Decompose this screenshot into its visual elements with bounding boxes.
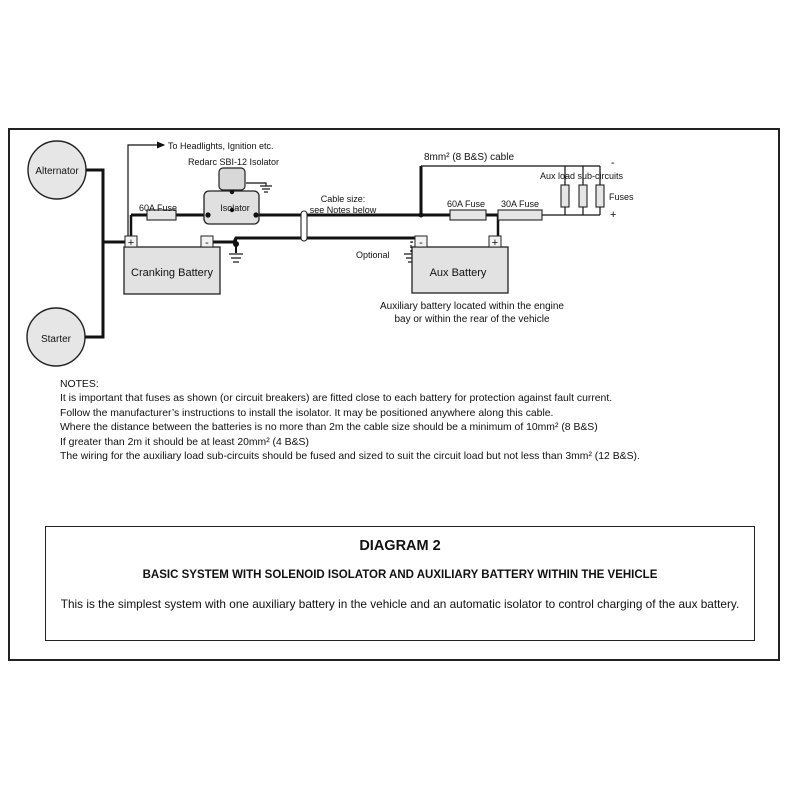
note-line: Follow the manufacturer’s instructions t…: [60, 407, 554, 419]
starter-label: Starter: [41, 334, 72, 345]
cable-8mm-label: 8mm² (8 B&S) cable: [424, 152, 514, 163]
subcircuit-minus-sign: -: [611, 157, 615, 169]
note-line: It is important that fuses as shown (or …: [60, 393, 613, 405]
aux-location-line-1: Auxiliary battery located within the eng…: [380, 301, 564, 312]
aux-subcircuits-label: Aux load sub-circuits: [540, 171, 624, 181]
note-line: The wiring for the auxiliary load sub-ci…: [60, 451, 640, 463]
isolator-label: Isolator: [220, 203, 250, 213]
aux-plus-terminal: +: [492, 237, 498, 249]
diagram-frame: [8, 128, 780, 661]
fuse-30a: [497, 209, 543, 221]
subcircuit-fuses: [560, 184, 605, 208]
aux-battery-label: Aux Battery: [430, 267, 487, 279]
note-line: Where the distance between the batteries…: [60, 422, 598, 434]
notes-section: NOTES: It is important that fuses as sho…: [60, 378, 760, 464]
fuse-60a-cranking: [146, 209, 177, 221]
cranking-battery: Cranking Battery + -: [123, 235, 221, 295]
aux-minus-terminal: -: [419, 237, 423, 249]
caption-title: DIAGRAM 2: [359, 538, 441, 554]
junction-dots: [233, 212, 424, 247]
ground-icon: [260, 185, 272, 193]
starter: Starter: [26, 307, 86, 367]
cranking-minus-terminal: -: [205, 237, 209, 249]
isolator-model-label: Redarc SBI-12 Isolator: [188, 157, 279, 167]
isolator: Isolator: [203, 167, 260, 225]
fuse-30a-label: 30A Fuse: [501, 199, 539, 209]
caption-body: This is the simplest system with one aux…: [60, 597, 740, 611]
headlights-label: To Headlights, Ignition etc.: [168, 141, 274, 151]
alternator: Alternator: [27, 140, 87, 200]
cable-size-marker: [300, 210, 308, 242]
aux-battery: Aux Battery - +: [411, 235, 509, 294]
cable-size-label-2: see Notes below: [310, 205, 377, 215]
fuses-label: Fuses: [609, 192, 634, 202]
fuse-60a-left-label: 60A Fuse: [139, 203, 177, 213]
caption-box: DIAGRAM 2 BASIC SYSTEM WITH SOLENOID ISO…: [45, 526, 755, 641]
cable-size-label-1: Cable size:: [321, 194, 366, 204]
optional-label: Optional: [356, 250, 390, 260]
aux-location-line-2: bay or within the rear of the vehicle: [394, 314, 550, 325]
fuse-60a-right-label: 60A Fuse: [447, 199, 485, 209]
cranking-battery-label: Cranking Battery: [131, 267, 213, 279]
ground-icon: [229, 253, 243, 263]
cranking-plus-terminal: +: [128, 237, 134, 249]
main-cables: [85, 166, 500, 339]
subcircuit-plus-sign: +: [610, 209, 616, 221]
notes-heading: NOTES:: [60, 379, 99, 390]
fuse-60a-aux: [449, 209, 487, 221]
caption-subtitle: BASIC SYSTEM WITH SOLENOID ISOLATOR AND …: [142, 569, 658, 581]
note-line: If greater than 2m it should be at least…: [60, 436, 309, 448]
alternator-label: Alternator: [35, 166, 79, 177]
